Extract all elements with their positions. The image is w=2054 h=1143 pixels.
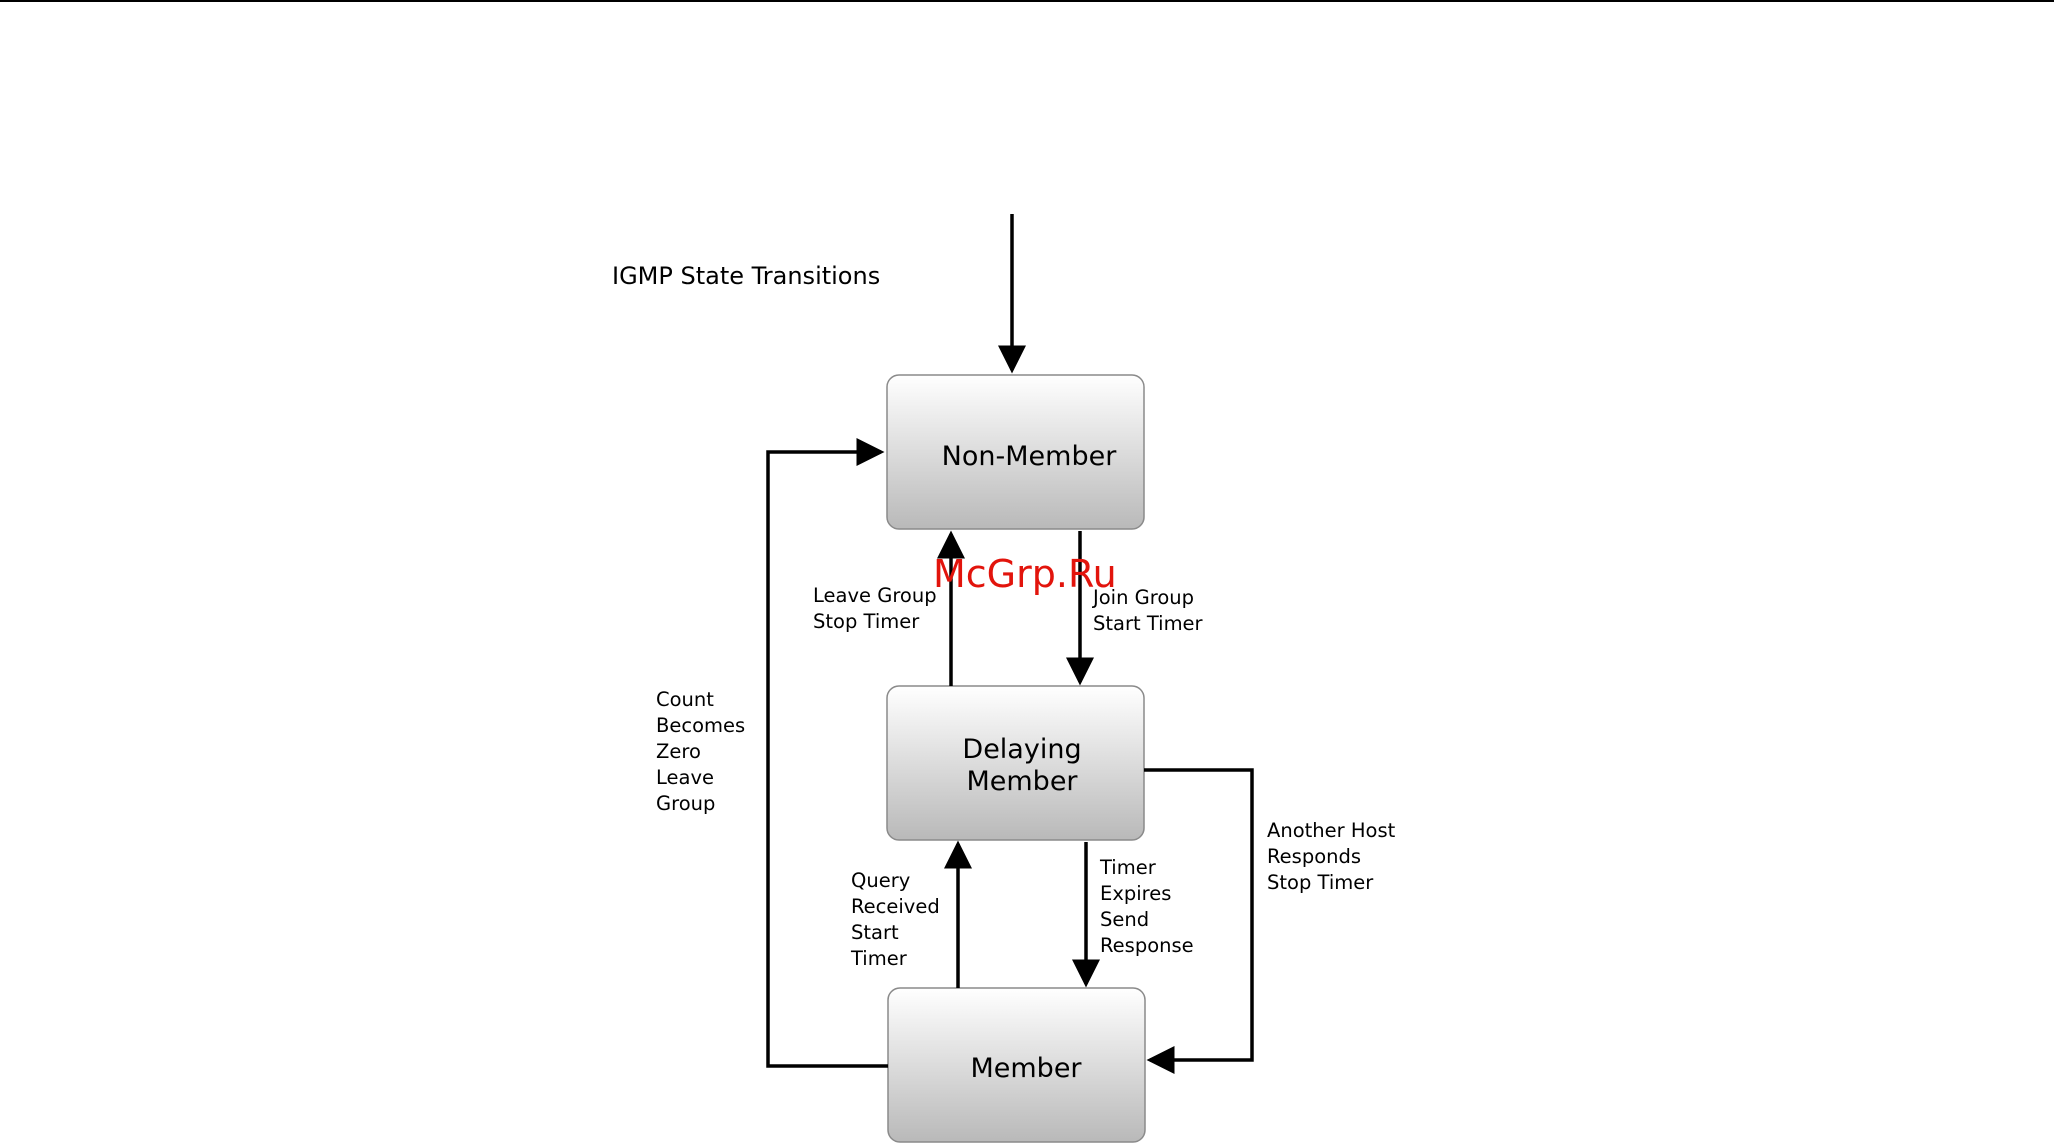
label-line: Count: [656, 688, 714, 711]
label-line: Start: [851, 921, 899, 944]
label-line: Stop Timer: [1267, 871, 1374, 894]
state-non-member: Non-Member: [887, 375, 1144, 529]
label-line: Leave: [656, 766, 714, 789]
label-line: Responds: [1267, 845, 1361, 868]
label-another-host-responds-stop-timer: Another Host Responds Stop Timer: [1267, 819, 1396, 894]
diagram-title: IGMP State Transitions: [612, 262, 880, 290]
state-label-delaying-member-line-1: Delaying: [962, 734, 1081, 765]
label-line: Expires: [1100, 882, 1171, 905]
label-line: Leave Group: [813, 584, 937, 607]
label-line: Zero: [656, 740, 701, 763]
label-query-received-start-timer: Query Received Start Timer: [850, 869, 940, 970]
label-line: Received: [851, 895, 940, 918]
edge-another-host-responds-stop-timer: [1144, 770, 1252, 1060]
label-line: Response: [1100, 934, 1194, 957]
label-line: Query: [851, 869, 910, 892]
label-count-becomes-zero-leave-group: Count Becomes Zero Leave Group: [656, 688, 745, 815]
state-label-delaying-member-line-2: Member: [966, 766, 1078, 797]
label-timer-expires-send-response: Timer Expires Send Response: [1099, 856, 1194, 957]
label-line: Group: [656, 792, 715, 815]
label-line: Stop Timer: [813, 610, 920, 633]
label-leave-group-stop-timer: Leave Group Stop Timer: [813, 584, 937, 633]
label-line: Becomes: [656, 714, 745, 737]
state-member: Member: [888, 988, 1145, 1142]
label-line: Timer: [850, 947, 908, 970]
state-delaying-member: Delaying Member: [887, 686, 1144, 840]
state-label-non-member: Non-Member: [942, 441, 1118, 472]
edge-count-becomes-zero-leave-group: [768, 452, 888, 1066]
label-line: Start Timer: [1093, 612, 1204, 635]
label-line: Send: [1100, 908, 1149, 931]
state-label-member: Member: [970, 1053, 1082, 1084]
label-line: Another Host: [1267, 819, 1396, 842]
watermark: McGrp.Ru: [933, 552, 1117, 596]
label-line: Timer: [1099, 856, 1157, 879]
